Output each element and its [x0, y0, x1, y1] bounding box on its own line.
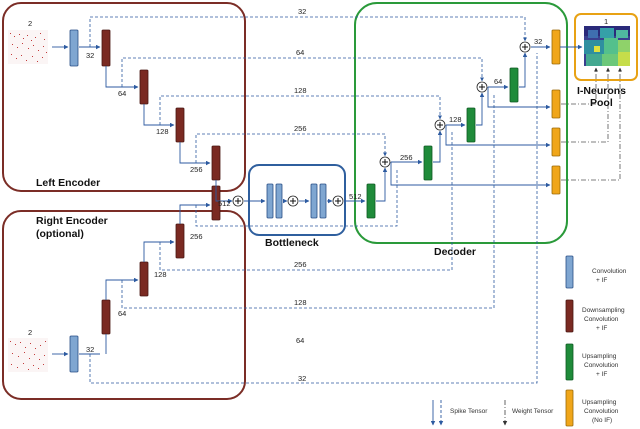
bottleneck-block-2a [310, 183, 318, 219]
right-down-block-1 [101, 299, 111, 335]
weight-arrows [561, 67, 622, 181]
right-encoder-title-2: (optional) [36, 228, 84, 240]
prediction-block-1 [551, 29, 561, 65]
left-down-block-1 [101, 29, 111, 67]
decoder-up-block-4 [509, 67, 519, 103]
legend-conv-if-swatch [565, 255, 574, 289]
decoder-up-block-2 [423, 145, 433, 181]
bottleneck-frame [248, 164, 346, 236]
right-down-block-2 [139, 261, 149, 297]
label-32-dec: 32 [534, 37, 542, 46]
left-encoder-frame [2, 2, 246, 192]
legend-down-line1: Downsampling [582, 307, 625, 314]
output-depth-map [584, 26, 630, 66]
bottleneck-block-1a [266, 183, 274, 219]
left-conv-block [69, 29, 79, 67]
label-64-dec: 64 [494, 77, 502, 86]
input-channels-right: 2 [28, 328, 32, 337]
pool-title-1: I-Neurons [577, 85, 626, 97]
legend-up-noif-swatch [565, 389, 574, 427]
skip-label-128-top: 128 [294, 86, 307, 95]
channel-labels: 2 2 1 32 64 128 256 512 32 64 128 256 51… [28, 7, 608, 383]
decoder-up-block-3 [466, 107, 476, 143]
legend-up-noif-line1: Upsampling [582, 399, 617, 406]
pool-title-2: Pool [590, 97, 613, 109]
legend-down-line3: + IF [596, 325, 607, 332]
skip-label-256-top: 256 [294, 124, 307, 133]
legend-down-swatch [565, 299, 574, 333]
pool-output-channels: 1 [604, 17, 608, 26]
legend-conv-if-line2: + IF [596, 277, 607, 284]
skip-label-32-top: 32 [298, 7, 306, 16]
label-64-left: 64 [118, 89, 126, 98]
skip-connections [89, 16, 538, 384]
right-input-events [8, 338, 48, 372]
skip-label-64-top: 64 [296, 48, 304, 57]
section-titles: Left Encoder Right Encoder (optional) Bo… [36, 85, 626, 258]
prediction-block-3 [551, 127, 561, 157]
decoder-frame [354, 2, 568, 244]
legend-up-noif-line3: (No IF) [592, 417, 612, 424]
skip-label-64-bottom: 64 [296, 336, 304, 345]
legend-up-if-line2: Convolution [584, 362, 619, 369]
label-32-left-block: 32 [86, 51, 94, 60]
left-down-block-2 [139, 69, 149, 105]
legend-spike-arrows [430, 400, 444, 426]
legend-spike-label: Spike Tensor [450, 408, 488, 415]
bottleneck-block-1b [275, 183, 283, 219]
legend-up-if-swatch [565, 343, 574, 381]
legend-up-if-line3: + IF [596, 371, 607, 378]
sum-plus-signs [235, 44, 528, 204]
input-channels-left: 2 [28, 19, 32, 28]
legend-down-line2: Convolution [584, 316, 619, 323]
prediction-block-4 [551, 165, 561, 195]
label-256-dec: 256 [400, 153, 413, 162]
legend-weight-label: Weight Tensor [512, 408, 554, 415]
spike-arrows [52, 44, 583, 357]
skip-label-32-bottom: 32 [298, 374, 306, 383]
label-64-right: 64 [118, 309, 126, 318]
sum-nodes [232, 41, 531, 207]
right-encoder-title-1: Right Encoder [36, 215, 108, 227]
decoder-up-block-1 [366, 183, 376, 219]
label-512-enc: 512 [218, 199, 231, 208]
label-128-right: 128 [154, 270, 167, 279]
label-32-right-block: 32 [86, 345, 94, 354]
label-128-left: 128 [156, 127, 169, 136]
legend-conv-if-line1: Convolution [592, 268, 627, 275]
decoder-title: Decoder [434, 246, 476, 258]
left-down-block-3 [175, 107, 185, 143]
skip-label-128-bottom: 128 [294, 298, 307, 307]
prediction-block-2 [551, 89, 561, 119]
bottleneck-block-2b [319, 183, 327, 219]
bottleneck-title: Bottleneck [265, 237, 319, 249]
legend-up-if-line1: Upsampling [582, 353, 617, 360]
label-128-dec: 128 [449, 115, 462, 124]
left-encoder-title: Left Encoder [36, 177, 100, 189]
left-down-block-4 [211, 145, 221, 181]
skip-label-256-bottom: 256 [294, 260, 307, 269]
label-512-dec: 512 [349, 192, 362, 201]
label-256-left: 256 [190, 165, 203, 174]
legend: Convolution + IF Downsampling Convolutio… [430, 255, 627, 427]
right-encoder-frame [2, 210, 246, 400]
label-256-right: 256 [190, 232, 203, 241]
legend-up-noif-line2: Convolution [584, 408, 619, 415]
left-input-events [8, 30, 48, 64]
right-down-block-3 [175, 223, 185, 259]
right-conv-block [69, 335, 79, 373]
